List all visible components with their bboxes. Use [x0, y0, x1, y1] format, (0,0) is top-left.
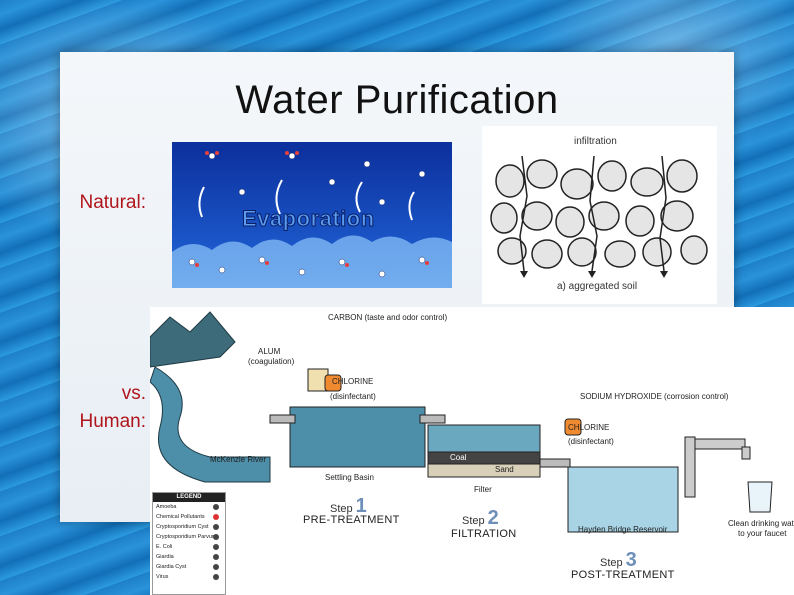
- soil-image: infiltration a) aggregated soil: [482, 126, 717, 304]
- step-3-word: Step: [600, 557, 623, 569]
- sand-label: Sand: [495, 465, 514, 474]
- legend-item: Virus: [153, 572, 225, 582]
- legend-item-label: E. Coli: [156, 544, 172, 550]
- parvum-icon: [213, 534, 219, 540]
- legend-item: Chemical Pollutants: [153, 512, 225, 522]
- giardia-cyst-icon: [213, 564, 219, 570]
- disinfectant-label-1: (disinfectant): [330, 392, 376, 401]
- step-2-number: 2: [488, 507, 499, 529]
- basin-label: Settling Basin: [325, 473, 374, 482]
- chlorine-label-1: CHLORINE: [332, 377, 373, 386]
- cyst-icon: [213, 524, 219, 530]
- treatment-plant-illustration: [150, 307, 794, 595]
- legend-item-label: Chemical Pollutants: [156, 514, 205, 520]
- legend-item-label: Amoeba: [156, 504, 177, 510]
- legend-item: Cryptosporidium Parvum: [153, 532, 225, 542]
- legend-item: Giardia Cyst: [153, 562, 225, 572]
- legend-item: Giardia: [153, 552, 225, 562]
- amoeba-icon: [213, 504, 219, 510]
- disinfectant-label-2: (disinfectant): [568, 437, 614, 446]
- legend-item-label: Giardia Cyst: [156, 564, 186, 570]
- step-3-number: 3: [626, 549, 637, 571]
- treatment-plant-image: CARBON (taste and odor control) ALUM (co…: [150, 307, 794, 595]
- natural-label: Natural:: [60, 191, 146, 215]
- alum-label: ALUM: [258, 347, 280, 356]
- filter-label: Filter: [474, 485, 492, 494]
- giardia-icon: [213, 554, 219, 560]
- soil-illustration: [482, 126, 717, 304]
- faucet-label-2: to your faucet: [738, 529, 786, 538]
- step-2-label: FILTRATION: [451, 528, 517, 540]
- chemical-icon: [213, 514, 219, 520]
- legend: LEGEND Amoeba Chemical Pollutants Crypto…: [152, 492, 226, 595]
- faucet-label-1: Clean drinking water: [728, 519, 794, 528]
- evaporation-image: Evaporation: [172, 142, 452, 288]
- step-3-label: POST-TREATMENT: [571, 569, 675, 581]
- evaporation-text: Evaporation: [242, 206, 375, 232]
- carbon-label: CARBON (taste and odor control): [328, 313, 447, 322]
- sodium-hydroxide-label: SODIUM HYDROXIDE (corrosion control): [580, 392, 728, 401]
- human-label: Human:: [60, 410, 146, 434]
- reservoir-label: Hayden Bridge Reservoir: [578, 525, 667, 534]
- river-label: McKenzie River: [210, 455, 266, 464]
- legend-item: Cryptosporidium Cyst: [153, 522, 225, 532]
- slide-title: Water Purification: [0, 78, 794, 123]
- ecoli-icon: [213, 544, 219, 550]
- coagulation-label: (coagulation): [248, 357, 294, 366]
- legend-item-label: Giardia: [156, 554, 174, 560]
- legend-item-label: Cryptosporidium Parvum: [156, 534, 217, 540]
- virus-icon: [213, 574, 219, 580]
- coal-label: Coal: [450, 453, 466, 462]
- step-1-label: PRE-TREATMENT: [303, 514, 400, 526]
- soil-top-label: infiltration: [574, 136, 617, 147]
- legend-item: Amoeba: [153, 502, 225, 512]
- step-2-word: Step: [462, 515, 485, 527]
- legend-title: LEGEND: [153, 493, 225, 502]
- soil-caption: a) aggregated soil: [557, 281, 637, 292]
- legend-item-label: Cryptosporidium Cyst: [156, 524, 209, 530]
- vs-label: vs.: [60, 382, 146, 406]
- legend-item-label: Virus: [156, 574, 168, 580]
- chlorine-label-2: CHLORINE: [568, 423, 609, 432]
- legend-item: E. Coli: [153, 542, 225, 552]
